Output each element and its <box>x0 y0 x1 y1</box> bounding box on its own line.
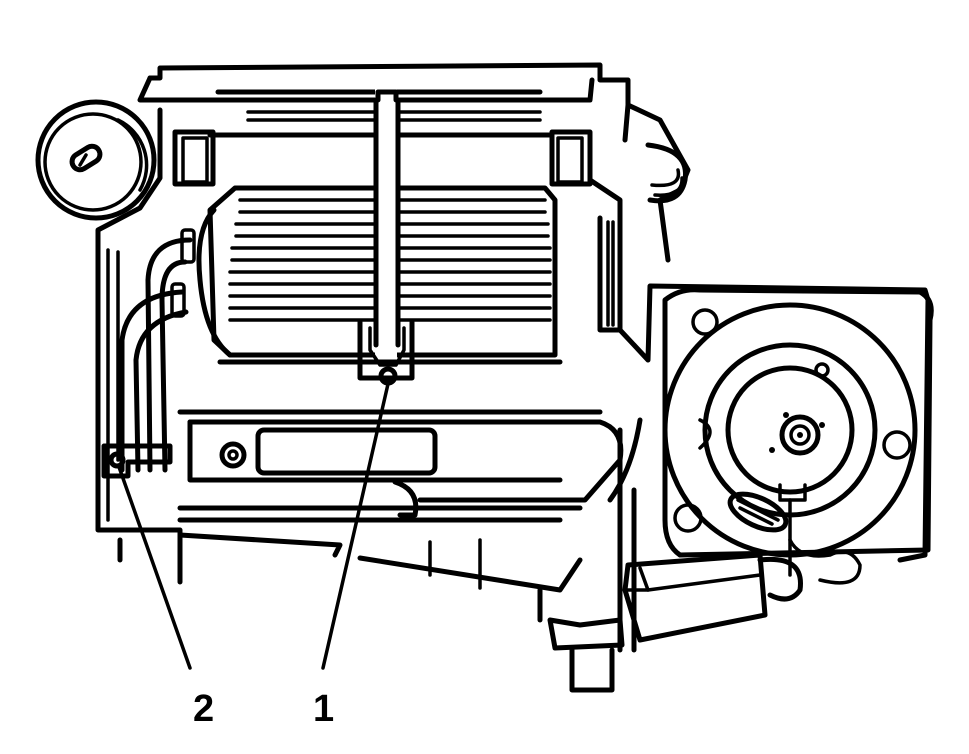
heater-core <box>196 185 563 365</box>
drain-outlet <box>547 617 625 693</box>
heater-pipes <box>119 228 196 473</box>
clamp-screw-2 <box>108 451 126 469</box>
center-bracket <box>357 88 415 386</box>
lower-duct <box>117 409 643 653</box>
module-case <box>95 62 931 585</box>
blower-housing-block <box>622 552 768 643</box>
leader-line-1 <box>321 382 390 670</box>
callout-leaders <box>117 382 390 670</box>
pipe-clamp <box>101 443 173 479</box>
blower-motor <box>662 287 934 577</box>
callout-label-2: 2 <box>193 688 215 730</box>
leader-line-2 <box>117 465 192 670</box>
blower-connector <box>727 491 862 602</box>
round-cap <box>35 99 157 221</box>
callout-label-1: 1 <box>313 688 335 730</box>
